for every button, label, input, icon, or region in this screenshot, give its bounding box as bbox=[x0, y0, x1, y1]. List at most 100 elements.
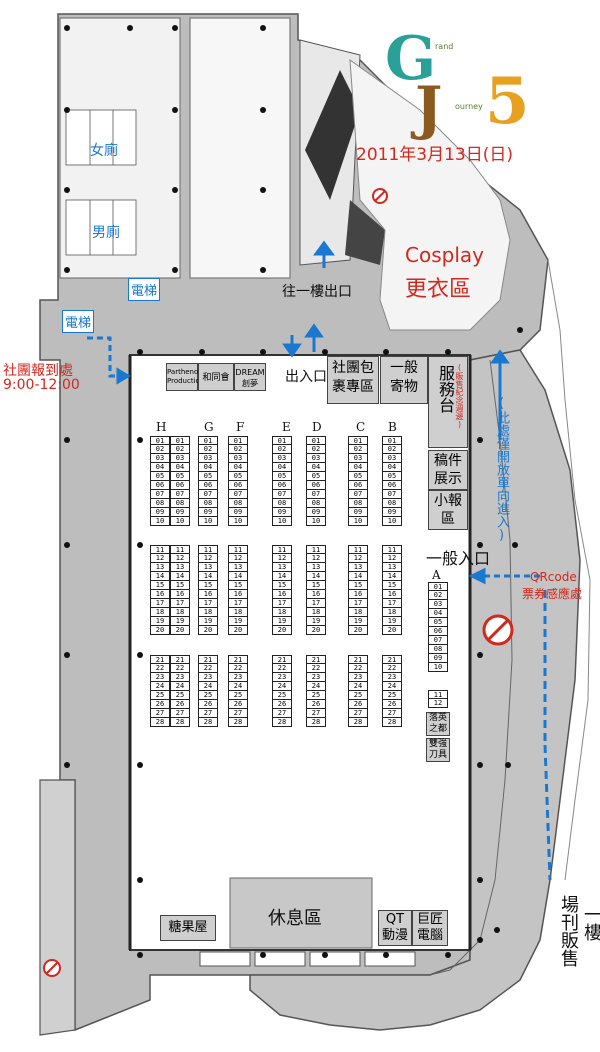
booth-cell[interactable]: 08 bbox=[228, 499, 248, 508]
booth-cell[interactable]: 09 bbox=[198, 508, 218, 517]
booth-cell[interactable]: 23 bbox=[306, 673, 326, 682]
booth-cell[interactable]: 14 bbox=[272, 572, 292, 581]
booth-cell[interactable]: 28 bbox=[228, 718, 248, 727]
booth-cell[interactable]: 25 bbox=[150, 691, 170, 700]
booth-cell[interactable]: 20 bbox=[198, 626, 218, 635]
booth-cell[interactable]: 21 bbox=[170, 655, 190, 664]
booth-cell[interactable]: 26 bbox=[348, 700, 368, 709]
booth-cell[interactable]: 20 bbox=[348, 626, 368, 635]
booth-cell[interactable]: 01 bbox=[198, 436, 218, 445]
booth-cell[interactable]: 12 bbox=[382, 554, 402, 563]
booth-cell[interactable]: 08 bbox=[150, 499, 170, 508]
booth-cell[interactable]: 03 bbox=[306, 454, 326, 463]
booth-cell[interactable]: 28 bbox=[198, 718, 218, 727]
booth-cell[interactable]: 05 bbox=[382, 472, 402, 481]
booth-cell[interactable]: 06 bbox=[272, 481, 292, 490]
booth-cell[interactable]: 16 bbox=[306, 590, 326, 599]
booth-cell[interactable]: 07 bbox=[272, 490, 292, 499]
booth-cell[interactable]: 03 bbox=[348, 454, 368, 463]
booth-cell[interactable]: 18 bbox=[348, 608, 368, 617]
booth-cell[interactable]: 06 bbox=[348, 481, 368, 490]
booth-cell[interactable]: 10 bbox=[198, 517, 218, 526]
booth-cell[interactable]: 04 bbox=[198, 463, 218, 472]
booth-cell[interactable]: 12 bbox=[228, 554, 248, 563]
booth-cell[interactable]: 18 bbox=[150, 608, 170, 617]
booth-cell[interactable]: 28 bbox=[306, 718, 326, 727]
booth-cell[interactable]: 14 bbox=[306, 572, 326, 581]
booth-cell[interactable]: 16 bbox=[272, 590, 292, 599]
booth-cell[interactable]: 04 bbox=[272, 463, 292, 472]
booth-cell[interactable]: 13 bbox=[228, 563, 248, 572]
booth-cell[interactable]: 14 bbox=[228, 572, 248, 581]
booth-cell[interactable]: 17 bbox=[228, 599, 248, 608]
booth-cell[interactable]: 23 bbox=[228, 673, 248, 682]
booth-cell[interactable]: 11 bbox=[272, 545, 292, 554]
booth-cell[interactable]: 17 bbox=[306, 599, 326, 608]
booth-cell[interactable]: 13 bbox=[348, 563, 368, 572]
booth-cell[interactable]: 10 bbox=[150, 517, 170, 526]
booth-cell[interactable]: 05 bbox=[348, 472, 368, 481]
booth-cell[interactable]: 12 bbox=[170, 554, 190, 563]
booth-cell[interactable]: 12 bbox=[348, 554, 368, 563]
booth-cell[interactable]: 20 bbox=[382, 626, 402, 635]
booth-cell[interactable]: 04 bbox=[228, 463, 248, 472]
booth-cell[interactable]: 04 bbox=[348, 463, 368, 472]
booth-cell[interactable]: 21 bbox=[348, 655, 368, 664]
booth-cell[interactable]: 23 bbox=[170, 673, 190, 682]
booth-cell[interactable]: 02 bbox=[150, 445, 170, 454]
booth-cell[interactable]: 01 bbox=[306, 436, 326, 445]
booth-cell[interactable]: 02 bbox=[382, 445, 402, 454]
booth-cell[interactable]: 06 bbox=[382, 481, 402, 490]
booth-cell[interactable]: 01 bbox=[170, 436, 190, 445]
booth-cell[interactable]: 08 bbox=[198, 499, 218, 508]
booth-cell[interactable]: 17 bbox=[170, 599, 190, 608]
booth-cell[interactable]: 26 bbox=[170, 700, 190, 709]
booth-cell[interactable]: 18 bbox=[170, 608, 190, 617]
booth-cell[interactable]: 19 bbox=[272, 617, 292, 626]
booth-cell[interactable]: 07 bbox=[382, 490, 402, 499]
booth-cell[interactable]: 25 bbox=[272, 691, 292, 700]
booth-cell[interactable]: 13 bbox=[150, 563, 170, 572]
booth-cell[interactable]: 02 bbox=[348, 445, 368, 454]
booth-cell[interactable]: 11 bbox=[306, 545, 326, 554]
booth-cell[interactable]: 10 bbox=[428, 663, 448, 672]
booth-cell[interactable]: 13 bbox=[382, 563, 402, 572]
booth-cell[interactable]: 20 bbox=[150, 626, 170, 635]
booth-cell[interactable]: 02 bbox=[306, 445, 326, 454]
booth-cell[interactable]: 17 bbox=[272, 599, 292, 608]
booth-cell[interactable]: 28 bbox=[170, 718, 190, 727]
booth-cell[interactable]: 16 bbox=[382, 590, 402, 599]
booth-cell[interactable]: 05 bbox=[150, 472, 170, 481]
booth-cell[interactable]: 28 bbox=[382, 718, 402, 727]
booth-cell[interactable]: 02 bbox=[428, 591, 448, 600]
booth-cell[interactable]: 09 bbox=[150, 508, 170, 517]
booth-cell[interactable]: 11 bbox=[198, 545, 218, 554]
booth-cell[interactable]: 09 bbox=[272, 508, 292, 517]
booth-cell[interactable]: 27 bbox=[348, 709, 368, 718]
booth-cell[interactable]: 17 bbox=[150, 599, 170, 608]
booth-cell[interactable]: 16 bbox=[150, 590, 170, 599]
booth-cell[interactable]: 07 bbox=[228, 490, 248, 499]
booth-cell[interactable]: 28 bbox=[272, 718, 292, 727]
booth-cell[interactable]: 19 bbox=[198, 617, 218, 626]
booth-cell[interactable]: 17 bbox=[382, 599, 402, 608]
booth-cell[interactable]: 05 bbox=[272, 472, 292, 481]
booth-cell[interactable]: 19 bbox=[150, 617, 170, 626]
booth-cell[interactable]: 04 bbox=[170, 463, 190, 472]
booth-cell[interactable]: 22 bbox=[198, 664, 218, 673]
booth-cell[interactable]: 26 bbox=[198, 700, 218, 709]
booth-cell[interactable]: 01 bbox=[428, 582, 448, 591]
booth-cell[interactable]: 21 bbox=[306, 655, 326, 664]
booth-cell[interactable]: 02 bbox=[170, 445, 190, 454]
booth-cell[interactable]: 26 bbox=[382, 700, 402, 709]
booth-cell[interactable]: 26 bbox=[228, 700, 248, 709]
booth-cell[interactable]: 09 bbox=[228, 508, 248, 517]
booth-cell[interactable]: 10 bbox=[272, 517, 292, 526]
booth-cell[interactable]: 15 bbox=[170, 581, 190, 590]
booth-cell[interactable]: 07 bbox=[198, 490, 218, 499]
booth-cell[interactable]: 15 bbox=[382, 581, 402, 590]
booth-cell[interactable]: 15 bbox=[228, 581, 248, 590]
booth-cell[interactable]: 23 bbox=[382, 673, 402, 682]
booth-cell[interactable]: 08 bbox=[306, 499, 326, 508]
booth-cell[interactable]: 16 bbox=[198, 590, 218, 599]
